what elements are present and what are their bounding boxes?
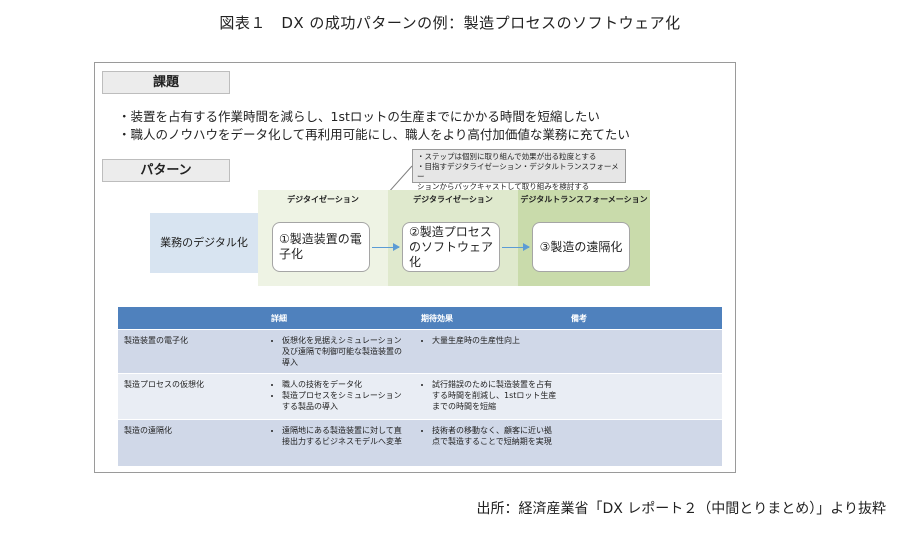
issues-label: 課題 <box>102 71 230 94</box>
phase-title: デジタライゼーション <box>413 195 493 204</box>
callout-note: ・ステップは個別に取り組んで効果が出る粒度とする ・目指すデジタライゼーション・… <box>412 149 626 191</box>
figure-title: 図表１ DX の成功パターンの例：製造プロセスのソフトウェア化 <box>219 14 681 32</box>
flow-arrow <box>502 243 530 251</box>
effect-item: 大量生産時の生産性向上 <box>432 335 559 346</box>
row-name: 製造装置の電子化 <box>118 329 265 374</box>
detail-item: 仮想化を見据えシミュレーション及び遠隔で制御可能な製造装置の導入 <box>282 335 409 368</box>
detail-item: 職人の技術をデータ化 <box>282 379 409 390</box>
issues-list: ・装置を占有する作業時間を減らし、1stロットの生産までにかかる時間を短縮したい… <box>118 108 630 144</box>
stage-box: ③製造の遠隔化 <box>532 222 630 272</box>
row-name: 製造プロセスの仮想化 <box>118 373 265 420</box>
table-row: 製造プロセスの仮想化 職人の技術をデータ化 製造プロセスをシミュレーションする製… <box>118 373 722 420</box>
callout-line: ションからバックキャストして取り組みを検討する <box>417 182 590 191</box>
stage-label: ③製造の遠隔化 <box>539 239 623 254</box>
table-row: 製造の遠隔化 遠隔地にある製造装置に対して直接出力するビジネスモデルへ変革 技術… <box>118 419 722 466</box>
source-citation: 出所：経済産業省「DX レポート２（中間とりまとめ）」より抜粋 <box>476 501 886 517</box>
effect-cell: 試行錯誤のために製造装置を占有する時間を削減し、1stロット生産までの時間を短縮 <box>415 373 565 420</box>
phase-title: デジタイゼーション <box>287 195 359 204</box>
table-header: 備考 <box>565 307 722 330</box>
effect-cell: 大量生産時の生産性向上 <box>415 329 565 374</box>
stage-label: ②製造プロセスのソフトウェア化 <box>409 224 494 269</box>
note-cell <box>565 419 722 466</box>
note-cell <box>565 329 722 374</box>
issue-item: ・装置を占有する作業時間を減らし、1stロットの生産までにかかる時間を短縮したい <box>118 109 600 124</box>
stage-box: ②製造プロセスのソフトウェア化 <box>402 222 500 272</box>
note-cell <box>565 373 722 420</box>
row-label: 業務のデジタル化 <box>150 213 258 273</box>
stage-box: ①製造装置の電子化 <box>272 222 370 272</box>
detail-item: 遠隔地にある製造装置に対して直接出力するビジネスモデルへ変革 <box>282 425 409 447</box>
detail-cell: 仮想化を見据えシミュレーション及び遠隔で制御可能な製造装置の導入 <box>265 329 415 374</box>
phase-title: デジタルトランスフォーメーション <box>520 195 648 204</box>
effect-item: 技術者の移動なく、顧客に近い拠点で製造することで短納期を実現 <box>432 425 559 447</box>
table-header <box>118 307 265 330</box>
table-header: 期待効果 <box>415 307 565 330</box>
effect-item: 試行錯誤のために製造装置を占有する時間を削減し、1stロット生産までの時間を短縮 <box>432 379 559 412</box>
table-header: 詳細 <box>265 307 415 330</box>
effect-cell: 技術者の移動なく、顧客に近い拠点で製造することで短納期を実現 <box>415 419 565 466</box>
pattern-label: パターン <box>102 159 230 182</box>
stage-label: ①製造装置の電子化 <box>279 232 362 261</box>
table-row: 製造装置の電子化 仮想化を見据えシミュレーション及び遠隔で制御可能な製造装置の導… <box>118 329 722 374</box>
detail-cell: 職人の技術をデータ化 製造プロセスをシミュレーションする製品の導入 <box>265 373 415 420</box>
callout-line: ・ステップは個別に取り組んで効果が出る粒度とする <box>417 152 597 161</box>
row-name: 製造の遠隔化 <box>118 419 265 466</box>
table-header-row: 詳細 期待効果 備考 <box>118 307 722 330</box>
flow-arrow <box>372 243 400 251</box>
detail-item: 製造プロセスをシミュレーションする製品の導入 <box>282 390 409 412</box>
step-table: 詳細 期待効果 備考 製造装置の電子化 仮想化を見据えシミュレーション及び遠隔で… <box>118 307 722 466</box>
callout-line: ・目指すデジタライゼーション・デジタルトランスフォーメー <box>417 162 619 181</box>
issue-item: ・職人のノウハウをデータ化して再利用可能にし、職人をより高付加価値な業務に充てた… <box>118 127 630 142</box>
detail-cell: 遠隔地にある製造装置に対して直接出力するビジネスモデルへ変革 <box>265 419 415 466</box>
